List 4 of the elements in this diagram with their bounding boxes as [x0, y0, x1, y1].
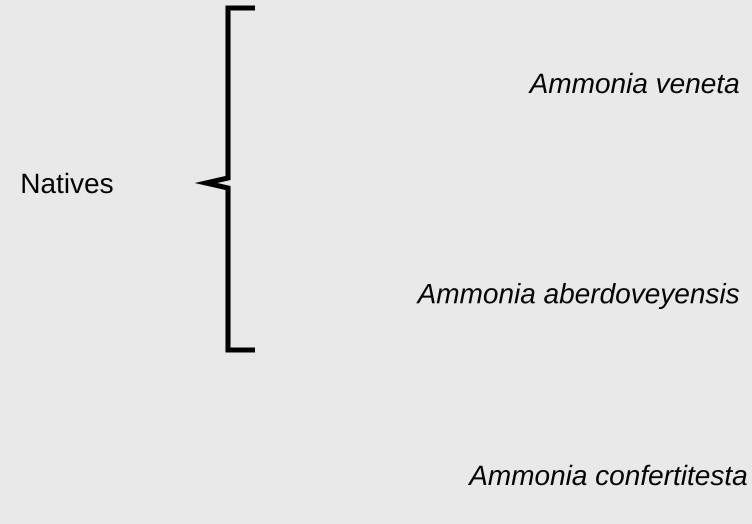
species-name: Ammonia confertitesta	[468, 464, 747, 486]
species-name: Ammonia aberdoveyensis	[416, 282, 740, 310]
species-name: Ammonia veneta	[528, 72, 739, 94]
group-label: Natives	[22, 172, 113, 194]
